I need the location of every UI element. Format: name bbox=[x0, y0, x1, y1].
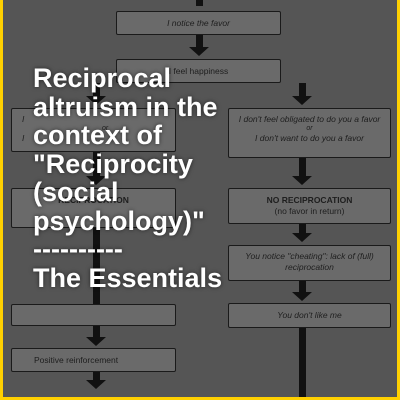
no-reciprocation-title: NO RECIPROCATION bbox=[266, 195, 353, 205]
left-obligation-line2: I bbox=[22, 133, 25, 143]
arrow-shaft bbox=[299, 328, 306, 397]
left-obligation-or: or bbox=[102, 125, 109, 132]
arrow-head bbox=[292, 96, 312, 105]
right-or-text: or bbox=[306, 125, 313, 132]
left-obligation-box: I or I bbox=[11, 108, 176, 152]
arrow-shaft bbox=[196, 35, 203, 48]
arrow-shaft bbox=[93, 83, 100, 97]
arrow-shaft bbox=[299, 281, 306, 293]
arrow-shaft bbox=[93, 228, 100, 308]
feel-happiness-text: I feel happiness bbox=[168, 66, 229, 76]
dont-like-me-box: You don't like me bbox=[228, 303, 391, 328]
no-reciprocation-box: NO RECIPROCATION (no favor in return) bbox=[228, 188, 391, 224]
overlay-title: Reciprocal altruism in the context of "R… bbox=[33, 64, 373, 292]
arrow-head bbox=[292, 233, 312, 242]
notice-favor-text: I notice the favor bbox=[167, 18, 230, 28]
arrow-head bbox=[86, 380, 106, 389]
title-line: context of bbox=[33, 120, 163, 150]
arrow-shaft bbox=[93, 372, 100, 382]
left-obligation-line1: I bbox=[22, 114, 25, 124]
title-line: psychology)" bbox=[33, 205, 205, 236]
right-not-want-text: I don't want to do you a favor bbox=[255, 133, 364, 143]
cheating-box: You notice "cheating": lack of (full) re… bbox=[228, 245, 391, 281]
arrow-head bbox=[86, 96, 106, 105]
notice-favor-box: I notice the favor bbox=[116, 11, 281, 35]
arrow-head bbox=[292, 292, 312, 301]
arrow-shaft bbox=[299, 224, 306, 234]
thumbnail-frame: I notice the favor I feel happiness I or… bbox=[3, 0, 397, 397]
title-line: The Essentials bbox=[33, 262, 223, 293]
no-reciprocation-sub: (no favor in return) bbox=[274, 206, 345, 216]
right-obligation-box: I don't feel obligated to do you a favor… bbox=[228, 108, 391, 158]
feel-happiness-box: I feel happiness bbox=[116, 59, 281, 83]
reciprocation-box: RECIPROCATION bbox=[11, 188, 176, 228]
title-line: "Reciprocity bbox=[33, 148, 193, 179]
dont-like-me-text: You don't like me bbox=[277, 310, 342, 320]
title-line: (social bbox=[33, 177, 119, 207]
arrow-shaft bbox=[196, 0, 203, 6]
reciprocation-title: RECIPROCATION bbox=[58, 195, 129, 205]
arrow-shaft bbox=[93, 152, 100, 178]
left-lower-box bbox=[11, 304, 176, 326]
title-line: ---------- bbox=[33, 234, 123, 264]
title-line: altruism in the bbox=[33, 91, 218, 122]
arrow-shaft bbox=[299, 158, 306, 178]
arrow-head bbox=[86, 176, 106, 185]
cheating-text: You notice "cheating": lack of (full) re… bbox=[245, 251, 374, 272]
positive-reinforcement-box: Positive reinforcement bbox=[11, 348, 176, 372]
positive-reinforcement-text: Positive reinforcement bbox=[34, 355, 119, 365]
arrow-shaft bbox=[299, 83, 306, 97]
arrow-shaft bbox=[93, 326, 100, 338]
arrow-head bbox=[189, 47, 209, 56]
arrow-head bbox=[292, 176, 312, 185]
right-not-obligated-text: I don't feel obligated to do you a favor bbox=[238, 114, 381, 124]
arrow-head bbox=[86, 337, 106, 346]
title-line: Reciprocal bbox=[33, 63, 172, 93]
